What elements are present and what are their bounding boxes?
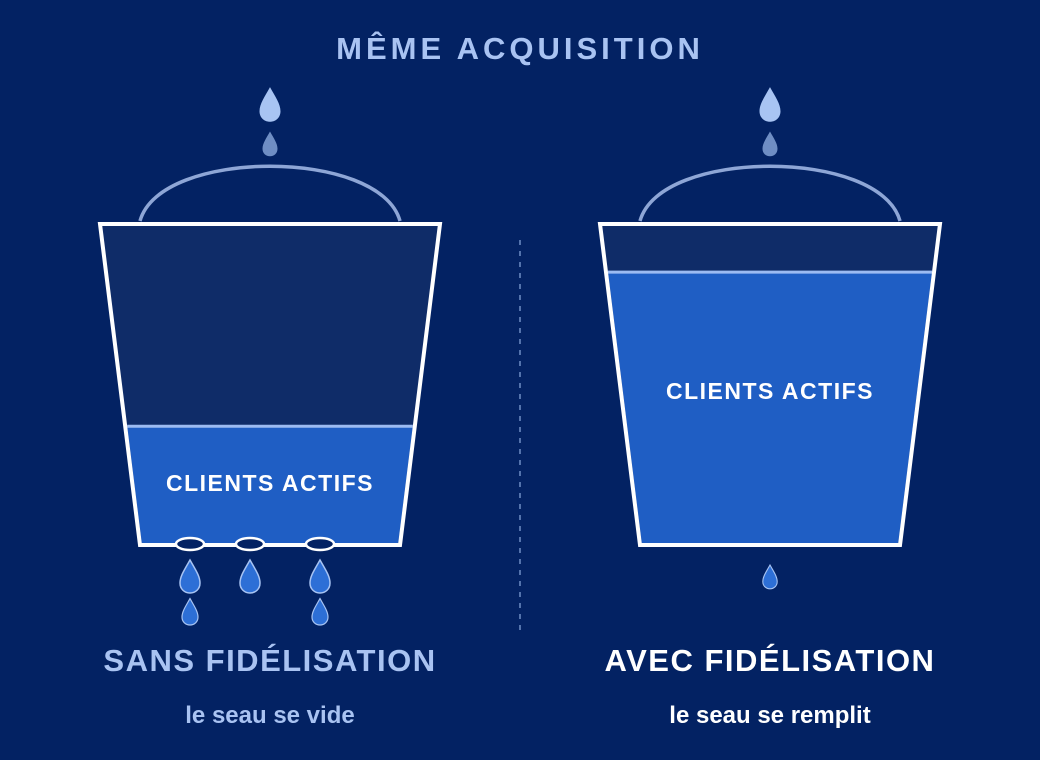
diagram-title: MÊME ACQUISITION — [336, 30, 704, 66]
leak-drop-icon — [239, 559, 261, 594]
panel-subheading: le seau se remplit — [669, 702, 870, 729]
incoming-drop-icon — [259, 87, 281, 122]
incoming-drop-icon — [262, 131, 278, 157]
bucket-outline — [97, 222, 443, 547]
panel-with-retention: CLIENTS ACTIFS AVEC FIDÉLISATION le seau… — [597, 87, 943, 729]
leak-drop-icon — [309, 559, 331, 594]
leak-drop-icon — [181, 597, 199, 626]
bucket-water — [608, 272, 932, 545]
leak-hole-icon — [304, 536, 336, 552]
leak-drop-icon — [762, 564, 778, 590]
panel-heading: AVEC FIDÉLISATION — [605, 643, 936, 678]
leak-drop-icon — [179, 559, 201, 594]
leak-drop-icon — [311, 597, 329, 626]
leak-hole-icon — [234, 536, 266, 552]
panel-subheading: le seau se vide — [185, 702, 354, 729]
panel-heading: SANS FIDÉLISATION — [103, 643, 436, 678]
leak-hole-icon — [174, 536, 206, 552]
bucket-handle — [638, 164, 902, 222]
bucket-label: CLIENTS ACTIFS — [666, 378, 874, 404]
incoming-drop-icon — [762, 131, 778, 157]
bucket-outline — [597, 222, 943, 547]
panel-without-retention: CLIENTS ACTIFS SANS FIDÉLISATION le seau… — [97, 87, 443, 729]
bucket-handle — [138, 164, 402, 222]
incoming-drop-icon — [759, 87, 781, 122]
bucket-label: CLIENTS ACTIFS — [166, 470, 374, 496]
bucket-water — [127, 426, 413, 545]
